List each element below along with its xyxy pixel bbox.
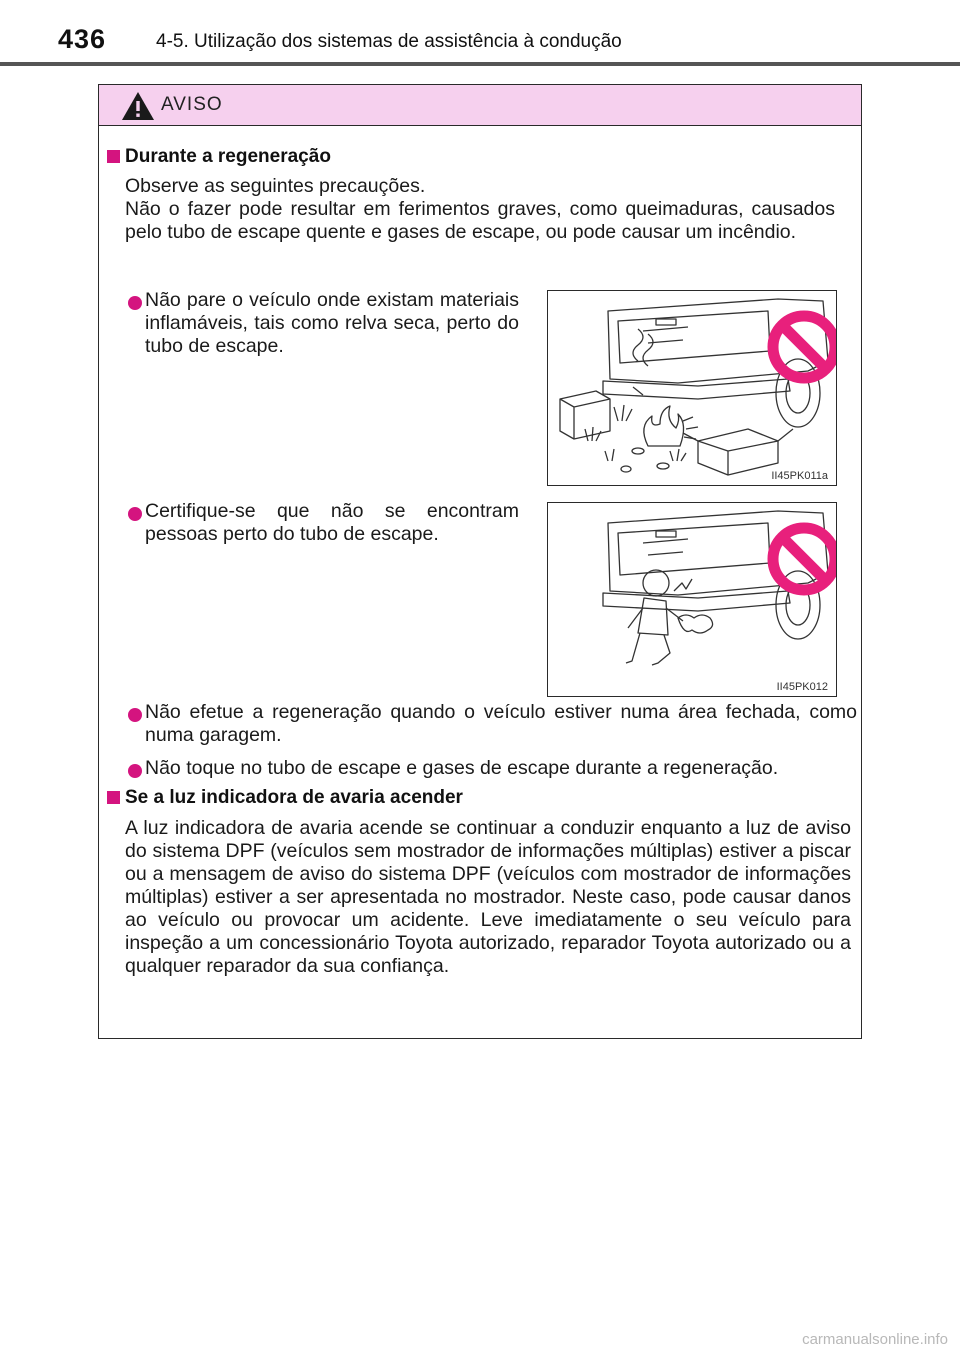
bullet-flammable-materials: Não pare o veículo onde existam materiai… <box>145 289 519 357</box>
bullet-do-not-touch: Não toque no tubo de escape e gases de e… <box>145 757 779 779</box>
figure-code: II45PK012 <box>776 681 828 693</box>
figure-code: II45PK011a <box>771 470 828 482</box>
page-header: 436 4-5. Utilização dos sistemas de assi… <box>0 0 960 68</box>
warning-triangle-icon <box>122 92 154 120</box>
intro-line-1: Observe as seguintes precauções. <box>125 175 426 197</box>
bullet-dot-icon <box>128 296 142 310</box>
section-heading-malfunction-light: Se a luz indicadora de avaria acender <box>125 787 463 808</box>
bullet-dot-icon <box>128 507 142 521</box>
warning-label: AVISO <box>161 94 223 115</box>
warning-box: AVISO Durante a regeneração Observe as s… <box>98 84 862 1039</box>
bullet-dot-icon <box>128 764 142 778</box>
bullet-dot-icon <box>128 708 142 722</box>
bullet-people-near-exhaust: Certifique-se que não se encontram pesso… <box>145 500 519 545</box>
no-symbol-icon <box>767 522 836 596</box>
illustration-flammable-materials: II45PK011a <box>547 290 837 486</box>
watermark: carmanualsonline.info <box>802 1331 948 1348</box>
header-rule <box>0 62 960 66</box>
warning-header: AVISO <box>99 85 861 126</box>
illustration-people-near-exhaust: II45PK012 <box>547 502 837 697</box>
bullet-closed-area: Não efetue a regeneração quando o veícul… <box>145 701 857 746</box>
no-symbol-icon <box>767 310 836 384</box>
page-number: 436 <box>58 24 107 54</box>
truck-dry-grass-illustration <box>559 298 836 476</box>
square-bullet-icon <box>107 150 120 163</box>
truck-child-illustration <box>602 510 836 666</box>
square-bullet-icon <box>107 791 120 804</box>
intro-paragraph: Não o fazer pode resultar em ferimentos … <box>125 198 835 243</box>
malfunction-light-paragraph: A luz indicadora de avaria acende se con… <box>125 817 851 977</box>
section-title: 4-5. Utilização dos sistemas de assistên… <box>156 31 622 52</box>
section-heading-regeneration: Durante a regeneração <box>125 146 331 167</box>
